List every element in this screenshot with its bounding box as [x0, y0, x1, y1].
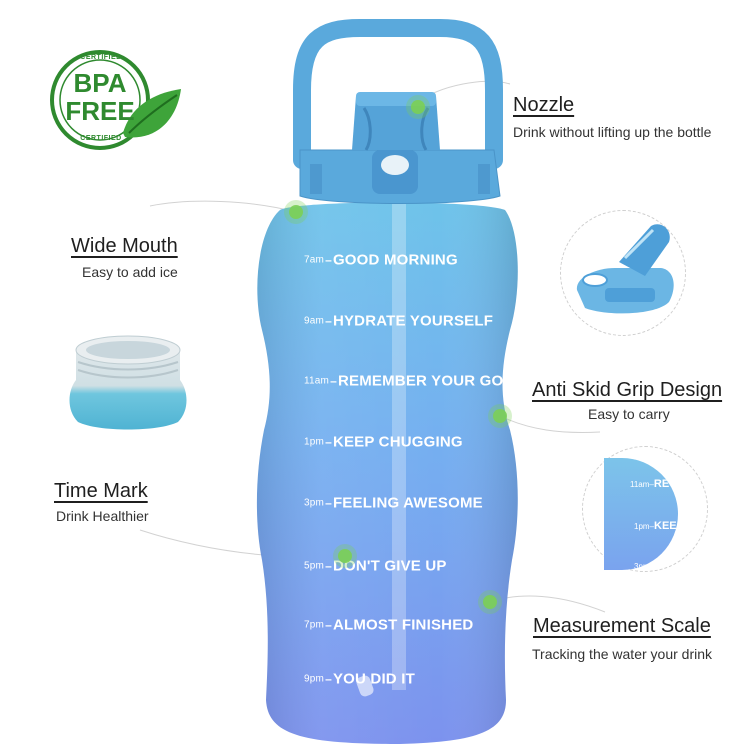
closeup-time: 1pm: [634, 522, 650, 531]
anti-skid-subtitle: Easy to carry: [588, 406, 670, 422]
time-mark-title: Time Mark: [54, 480, 148, 502]
nozzle-closeup-ring: [560, 210, 686, 336]
bottle-handle: [293, 19, 503, 169]
anti-skid-title: Anti Skid Grip Design: [532, 379, 723, 401]
time-mark-row: 3pm–FEELING AWESOME: [304, 494, 483, 512]
wide-mouth-subtitle: Easy to add ice: [82, 264, 178, 280]
measurement-title: Measurement Scale: [533, 615, 711, 637]
mark-time: 7am: [304, 254, 325, 266]
mark-text: YOU DID IT: [332, 670, 415, 688]
nozzle-title: Nozzle: [513, 94, 575, 116]
time-mark-row: 11am–REMEMBER YOUR GOAL: [304, 372, 524, 390]
badge-graphic: [50, 50, 181, 150]
indicator-dot: [483, 595, 497, 609]
bpa-free-badge: CERTIFIED BPA FREE CERTIFIED: [45, 45, 185, 155]
time-mark-row: 9pm–YOU DID IT: [304, 670, 415, 688]
nozzle-subtitle: Drink without lifting up the bottle: [513, 124, 712, 140]
bottle-straw: [392, 196, 406, 690]
closeup-text: KEE: [654, 520, 677, 532]
mark-time: 9pm: [304, 673, 325, 685]
mark-text: DON'T GIVE UP: [332, 557, 447, 575]
mark-text: KEEP CHUGGING: [332, 433, 463, 451]
mark-text: ALMOST FINISHED: [332, 616, 474, 634]
indicator-dot: [338, 549, 352, 563]
wide-mouth-title: Wide Mouth: [71, 235, 178, 257]
badge-line-bpa: BPA: [73, 68, 127, 98]
closeup-line-1: 11am–RE: [630, 478, 670, 490]
grip-closeup-ring: [582, 446, 708, 572]
time-mark-subtitle: Drink Healthier: [56, 508, 149, 524]
closeup-time: 3pm: [634, 562, 650, 570]
closeup-text: RE: [653, 478, 670, 490]
mark-text: HYDRATE YOURSELF: [332, 312, 494, 330]
mark-time: 11am: [304, 375, 330, 387]
mark-time: 3pm: [304, 497, 325, 509]
closeup-line-2: 1pm–KEE: [634, 520, 677, 532]
mark-text: FEELING AWESOME: [332, 494, 483, 512]
mark-time: 7pm: [304, 619, 325, 631]
indicator-dot: [493, 409, 507, 423]
time-mark-row: 7pm–ALMOST FINISHED: [304, 616, 474, 634]
time-mark-row: 7am–GOOD MORNING: [304, 251, 458, 269]
badge-line-free: FREE: [65, 96, 135, 126]
time-mark-row: 9am–HYDRATE YOURSELF: [304, 312, 494, 330]
badge-ring-top: CERTIFIED: [80, 54, 122, 61]
closeup-time: 11am: [630, 480, 650, 489]
badge-ring-bottom: CERTIFIED: [80, 135, 122, 142]
wide-mouth-closeup: [58, 318, 198, 438]
mark-time: 1pm: [304, 436, 325, 448]
mark-time: 5pm: [304, 560, 325, 572]
time-mark-row: 1pm–KEEP CHUGGING: [304, 433, 463, 451]
indicator-dot: [289, 205, 303, 219]
mark-time: 9am: [304, 315, 325, 327]
nozzle-closeup: [565, 218, 685, 328]
time-mark-row: 5pm–DON'T GIVE UP: [304, 557, 447, 575]
grip-closeup: 11am–RE 1pm–KEE 3pm–: [604, 458, 678, 570]
mark-text: GOOD MORNING: [332, 251, 458, 269]
mark-text: REMEMBER YOUR GOAL: [337, 372, 524, 390]
indicator-dot: [411, 100, 425, 114]
measurement-subtitle: Tracking the water your drink: [532, 646, 712, 662]
closeup-line-3: 3pm–: [634, 562, 655, 570]
